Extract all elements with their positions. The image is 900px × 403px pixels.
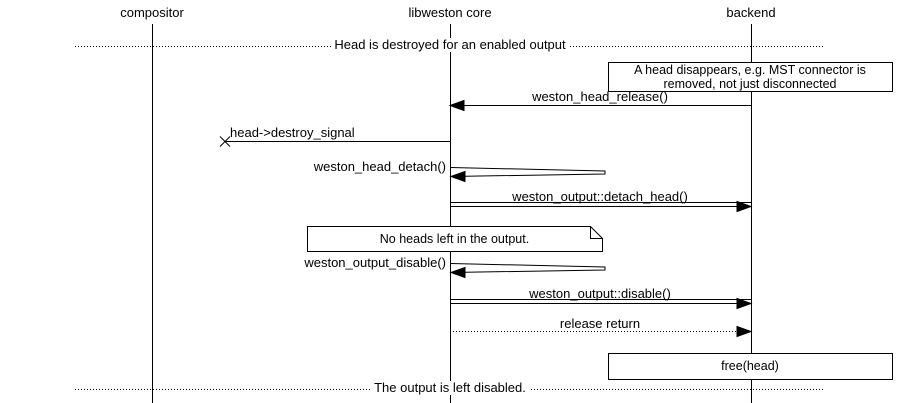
message-label-weston-head-detach: weston_head_detach() [313,159,446,174]
note-box-mst-note [608,62,893,92]
message-label-release-return: release return [559,316,641,331]
divider-label-top: Head is destroyed for an enabled output [331,38,569,52]
arrowhead-weston-output-disable [736,297,753,310]
actor-label-backend: backend [726,5,776,20]
note-text-free-head-note: free(head) [608,359,892,373]
self-message-loop-weston-output-disable-call [450,263,606,273]
message-label-head-destroy-signal: head->destroy_signal [230,125,355,140]
arrowhead-weston-head-detach [449,170,466,183]
message-label-weston-output-disable-call: weston_output_disable() [304,255,446,270]
actor-label-libweston-core: libweston core [408,5,492,20]
actor-label-compositor: compositor [120,5,184,20]
arrowhead-weston-output-detach-head [736,200,753,213]
message-label-weston-head-release: weston_head_release() [532,89,668,104]
message-label-weston-output-disable: weston_output::disable() [529,286,671,301]
note-box-no-heads-note [307,226,603,252]
note-text-mst-note: A head disappears, e.g. MST connector is… [608,63,892,91]
arrowhead-weston-head-release [448,99,465,112]
note-line: removed, not just disconnected [663,76,837,91]
note-text-no-heads-note: No heads left in the output. [307,232,602,246]
note-line: A head disappears, e.g. MST connector is [634,62,866,77]
cross-icon [219,136,231,147]
arrowhead-weston-output-disable-call [449,266,466,279]
note-box-free-head-note [608,353,893,380]
message-label-weston-output-detach-head: weston_output::detach_head() [512,189,688,204]
divider-label-bottom: The output is left disabled. [371,381,529,395]
arrowhead-release-return [736,325,753,338]
self-message-loop-weston-head-detach [450,167,606,177]
note-dogear-no-heads-note [590,226,603,239]
note-line: free(head) [721,359,779,373]
note-line: No heads left in the output. [379,231,530,246]
